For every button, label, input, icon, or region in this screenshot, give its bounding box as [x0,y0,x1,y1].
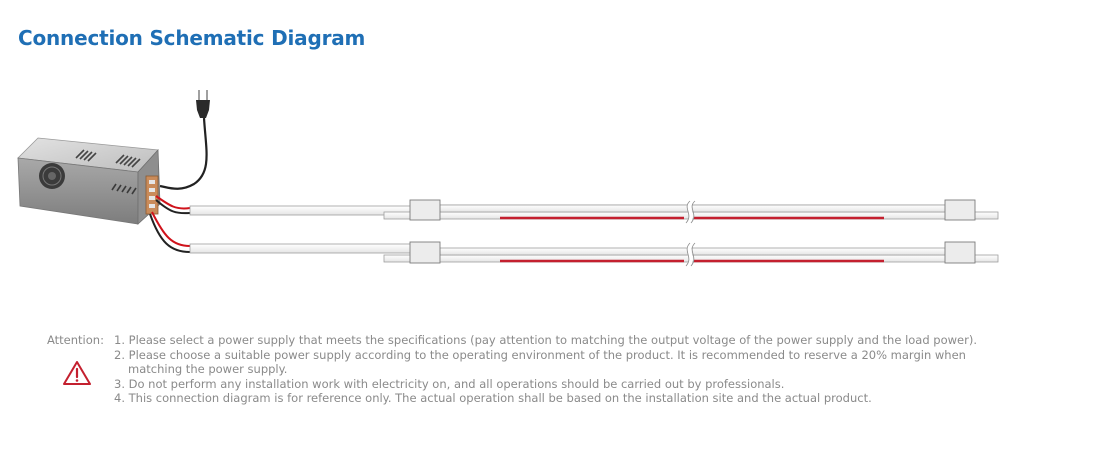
cut-mark-1 [686,200,694,224]
led-strip-row-2 [189,241,999,267]
warning-triangle-icon [63,361,91,385]
wire-black-1 [155,199,191,215]
power-cord [159,117,208,190]
end-cap-left-2 [409,241,441,264]
wire-red-1 [155,195,191,210]
attention-item-4: 4. This connection diagram is for refere… [114,391,872,406]
power-plug-icon [196,90,210,118]
wire-black-2 [149,213,191,253]
wire-red-2 [151,211,191,247]
attention-item-2: 2. Please choose a suitable power supply… [114,347,966,362]
end-cap-left-1 [409,199,441,221]
attention-item-3: 3. Do not perform any installation work … [114,376,785,391]
attention-list: 1. Please select a power supply that mee… [114,333,1044,406]
attention-label: Attention: [47,333,104,347]
connection-diagram [17,90,999,267]
page-title: Connection Schematic Diagram [18,26,366,50]
power-supply-unit [17,137,161,225]
attention-item-2-cont: matching the power supply. [128,362,288,377]
led-strip-row-1 [189,199,999,224]
attention-item-1: 1. Please select a power supply that mee… [114,333,977,347]
end-cap-right-2 [944,241,976,264]
end-cap-right-1 [944,199,976,221]
cut-mark-2 [686,242,694,267]
